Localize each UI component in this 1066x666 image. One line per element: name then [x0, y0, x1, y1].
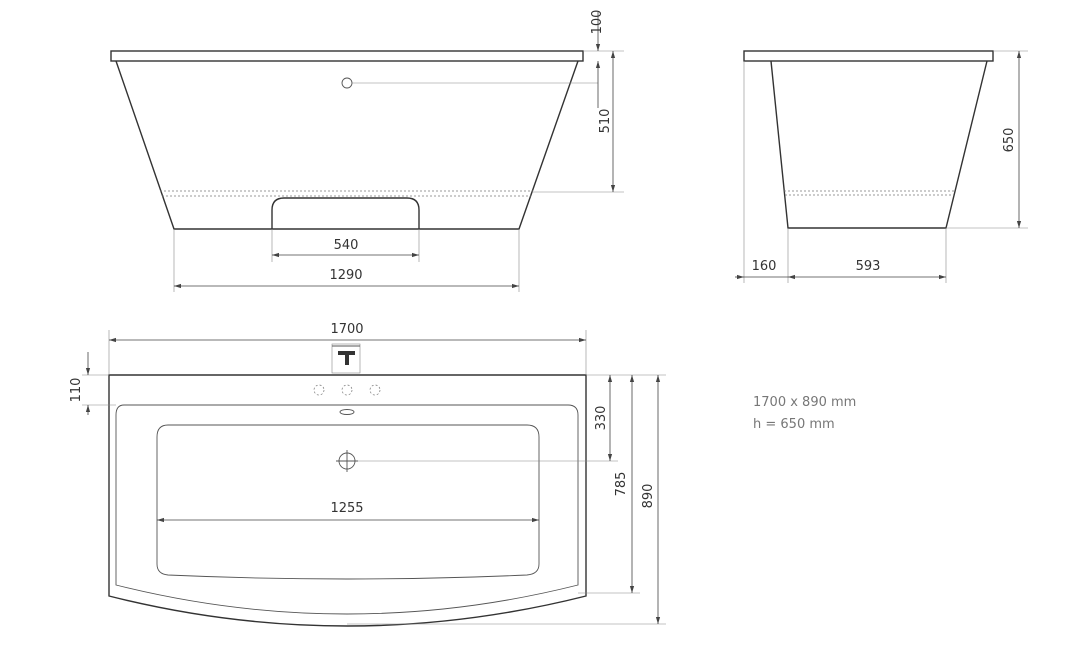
faucet-box	[331, 343, 361, 374]
front-drain-height-label: 510	[598, 109, 613, 134]
top-inner-depth-label: 785	[614, 472, 629, 497]
side-view: 650 160 593	[735, 50, 1028, 283]
height-text: h = 650 mm	[753, 417, 835, 432]
tap-hole-icon	[369, 384, 381, 396]
top-basin-width-label: 1255	[330, 501, 363, 516]
top-drain-offset-label: 330	[594, 406, 609, 431]
top-view: 1700 110 330 785 890 1255	[69, 322, 666, 627]
front-view: 100 510 540 1290	[110, 10, 624, 292]
size-text: 1700 x 890 mm	[753, 395, 857, 410]
side-height-label: 650	[1002, 128, 1017, 153]
front-cutout-width-label: 540	[334, 238, 359, 253]
size-info: 1700 x 890 mm h = 650 mm	[753, 392, 856, 436]
front-rim	[110, 50, 584, 62]
side-offset-label: 160	[752, 259, 777, 274]
side-bottom-width-label: 593	[856, 259, 881, 274]
tap-hole-icon	[341, 384, 353, 396]
front-tub-body	[115, 60, 579, 230]
overflow-icon	[339, 409, 355, 415]
top-width-label: 890	[641, 484, 656, 509]
front-rim-height-label: 100	[590, 10, 605, 35]
side-tub-body	[770, 60, 988, 229]
top-outer-outline	[108, 374, 587, 627]
faucet-icon	[338, 351, 355, 365]
side-rim	[743, 50, 994, 62]
top-length-label: 1700	[330, 322, 363, 337]
top-rim-depth-label: 110	[69, 378, 84, 403]
front-bottom-width-label: 1290	[329, 268, 362, 283]
tap-hole-icon	[313, 384, 325, 396]
front-base-cutout	[271, 197, 420, 229]
front-drain-icon	[341, 77, 353, 89]
top-rim-contour	[115, 404, 579, 615]
